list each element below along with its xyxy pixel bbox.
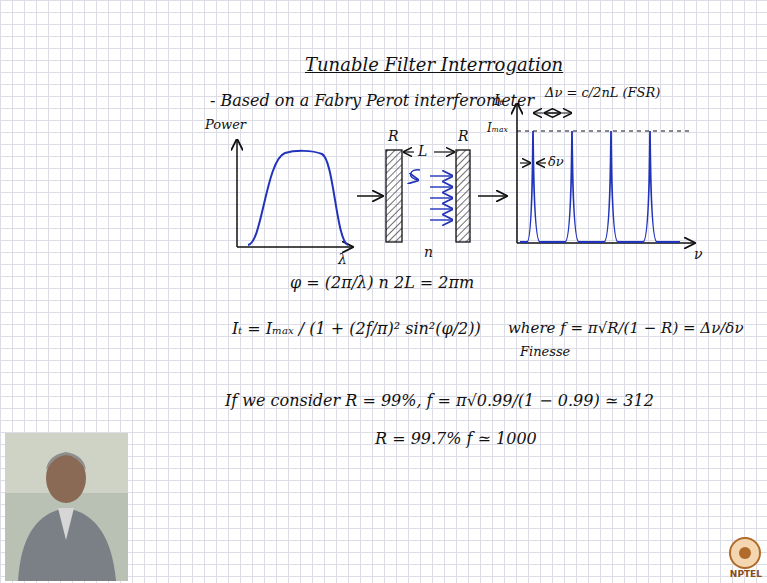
axis-label: Power [205, 118, 246, 133]
axis-label: λ [338, 251, 347, 267]
video-inset [5, 433, 128, 581]
phase-equation: φ = (2π/λ) n 2L = 2πm [290, 274, 474, 292]
linewidth-label: δν [548, 155, 564, 170]
finesse-label: Finesse [520, 345, 570, 360]
transmission-plot [517, 104, 694, 243]
example-text: If we consider R = 99%, f = π√0.99/(1 − … [225, 392, 654, 410]
axis-label: Iₘₐₓ [486, 122, 509, 136]
slide-title: Tunable Filter Interrogation [305, 55, 563, 76]
axis-label: ν [694, 246, 703, 262]
example-text: R = 99.7% f ≃ 1000 [375, 430, 537, 448]
index-label: n [424, 244, 433, 260]
axis-label: Iₜ [494, 92, 503, 108]
fabry-perot-cavity [386, 150, 470, 242]
finesse-equation: where f = π√R/(1 − R) = Δν/δν [508, 320, 744, 337]
nptel-logo [730, 538, 760, 568]
logo-text: NPTEL [730, 569, 762, 579]
spectrum-plot [237, 140, 352, 247]
transmission-equation: Iₜ = Iₘₐₓ / (1 + (2f/π)² sin²(φ/2)) [232, 320, 481, 338]
arrow [357, 195, 382, 197]
mirror-label: R [388, 128, 399, 144]
mirror-label: R [458, 128, 469, 144]
fsr-label: Δν = c/2nL (FSR) [545, 86, 660, 101]
arrow [478, 195, 506, 197]
bullet-text: - Based on a Fabry Perot interferometer [210, 92, 534, 110]
length-label: L [418, 143, 427, 159]
